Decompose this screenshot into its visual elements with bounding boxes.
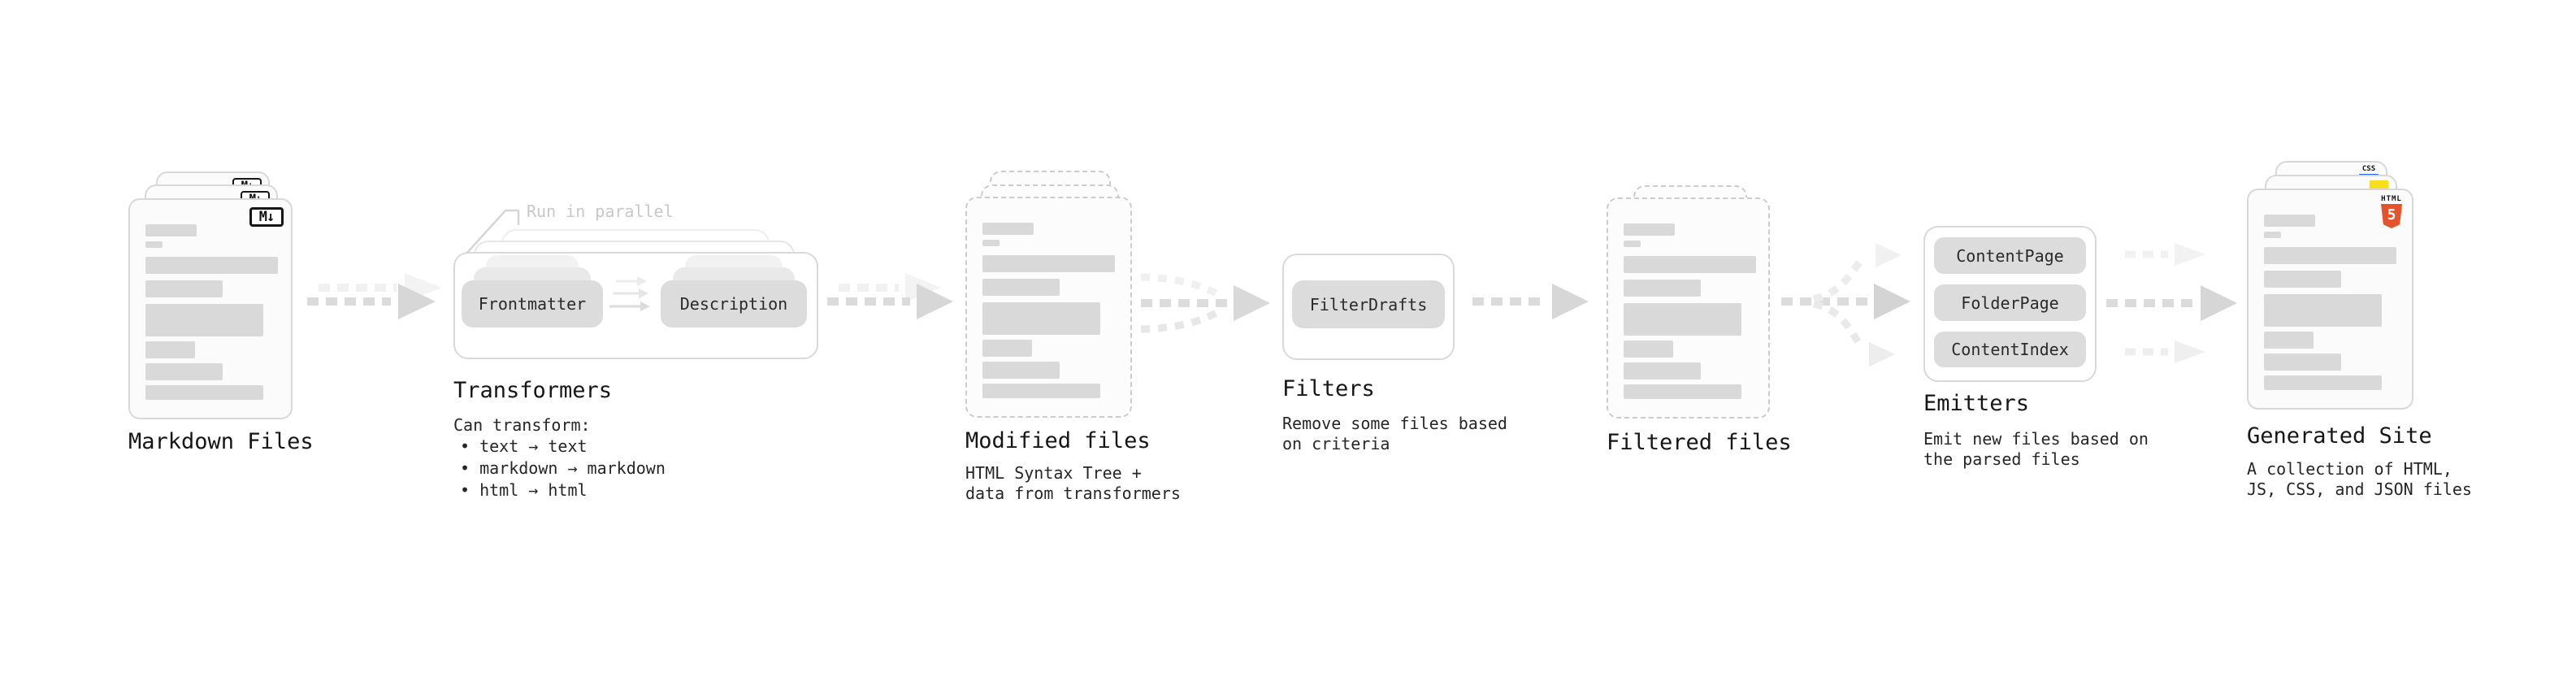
generated-site-desc-line: JS, CSS, and JSON files [2247,479,2472,499]
generated-site-description: A collection of HTML, JS, CSS, and JSON … [2247,459,2472,500]
filters-description: Remove some files based on criteria [1282,414,1507,454]
html5-number: 5 [2387,206,2396,223]
javascript-icon [2370,180,2388,190]
markdown-icon: M↓ [249,207,284,227]
modified-files-desc-line: data from transformers [965,484,1181,503]
text-line-bar [1624,280,1701,297]
transformers-desc-title: Can transform: [453,415,591,435]
css-icon-label: CSS [2361,165,2376,173]
text-line-bar [2264,354,2341,371]
folderpage-emitter-box: FolderPage [1934,284,2086,321]
text-line-bar [982,362,1060,379]
modified-files-desc-line: HTML Syntax Tree + [965,463,1142,483]
transformers-bullet: • html → html [460,480,588,500]
transformers-label: Transformers [453,378,613,403]
text-line-bar [145,224,197,236]
arrow-filters-to-filtered [1472,284,1589,319]
text-line-bar [1624,362,1701,380]
transformers-bullet: • markdown → markdown [460,458,666,478]
contentpage-box-label: ContentPage [1956,245,2064,266]
arrow-markdown-to-transformers [307,273,442,319]
text-line-bar [1624,384,1741,399]
text-line-bar [982,255,1115,272]
text-line-bar [2264,375,2382,390]
html5-shield: 5 [2381,204,2402,228]
emitters-label: Emitters [1923,391,2030,416]
filterdrafts-box-label: FilterDrafts [1309,294,1428,314]
contentpage-emitter-box: ContentPage [1934,237,2086,274]
frontmatter-box-label: Frontmatter [478,294,587,314]
text-line-bar [145,280,223,297]
text-line-bar [1624,241,1641,247]
filters-desc-line: Remove some files based [1282,414,1507,433]
frontmatter-transformer-box: Frontmatter [462,280,603,327]
filters-desc-line: on criteria [1282,434,1390,453]
emitters-desc-line: the parsed files [1923,449,2080,469]
generated-site-desc-line: A collection of HTML, [2247,459,2452,479]
arrow-transformers-to-modified [827,273,953,319]
contentindex-box-label: ContentIndex [1951,340,2069,359]
text-line-bar [145,241,163,248]
markdown-file-card-front: M↓ [128,198,293,419]
text-line-bar [145,385,263,400]
arrow-emitters-to-site [2106,243,2237,363]
description-box-label: Description [679,294,788,314]
transformers-description: Can transform: • text → text • markdown … [453,415,666,501]
text-line-bar [2264,294,2382,327]
text-line-bar [982,223,1034,235]
text-line-bar [145,341,195,358]
text-line-bar [982,340,1032,357]
text-line-bar [1624,256,1756,273]
folderpage-box-label: FolderPage [1961,293,2059,313]
generated-site-label: Generated Site [2247,423,2432,449]
emitters-description: Emit new files based on the parsed files [1923,429,2149,470]
text-line-bar [982,279,1060,296]
arrow-modified-to-filters-converge [1140,273,1270,333]
modified-file-card-front [965,197,1132,418]
text-line-bar [1624,303,1741,336]
emitters-desc-line: Emit new files based on [1923,429,2149,449]
contentindex-emitter-box: ContentIndex [1934,332,2086,367]
text-line-bar [1624,340,1673,358]
arrow-filtered-to-emitters-diverge [1781,243,1910,367]
markdown-files-label: Markdown Files [128,429,314,454]
text-line-bar [982,384,1100,398]
filterdrafts-box: FilterDrafts [1292,280,1445,328]
modified-files-description: HTML Syntax Tree + data from transformer… [965,463,1181,504]
modified-files-label: Modified files [965,428,1151,453]
text-line-bar [1624,223,1675,236]
html5-icon-label: HTML [2381,195,2402,203]
filtered-files-label: Filtered files [1607,430,1792,455]
text-line-bar [145,304,263,336]
text-line-bar [2264,232,2281,238]
text-line-bar [2264,215,2315,227]
text-line-bar [145,257,278,274]
text-line-bar [2264,271,2341,288]
transformers-bullet: • text → text [460,436,588,456]
run-in-parallel-note: Run in parallel [527,202,674,221]
filters-label: Filters [1282,376,1375,401]
text-line-bar [2264,332,2314,349]
description-transformer-box: Description [661,280,807,327]
text-line-bar [2264,247,2396,264]
html5-icon: HTML 5 [2381,195,2402,228]
text-line-bar [145,363,223,380]
text-line-bar [982,302,1100,335]
filtered-file-card-front [1607,197,1770,419]
text-line-bar [982,240,1000,246]
site-file-card-html: HTML 5 [2247,189,2413,410]
